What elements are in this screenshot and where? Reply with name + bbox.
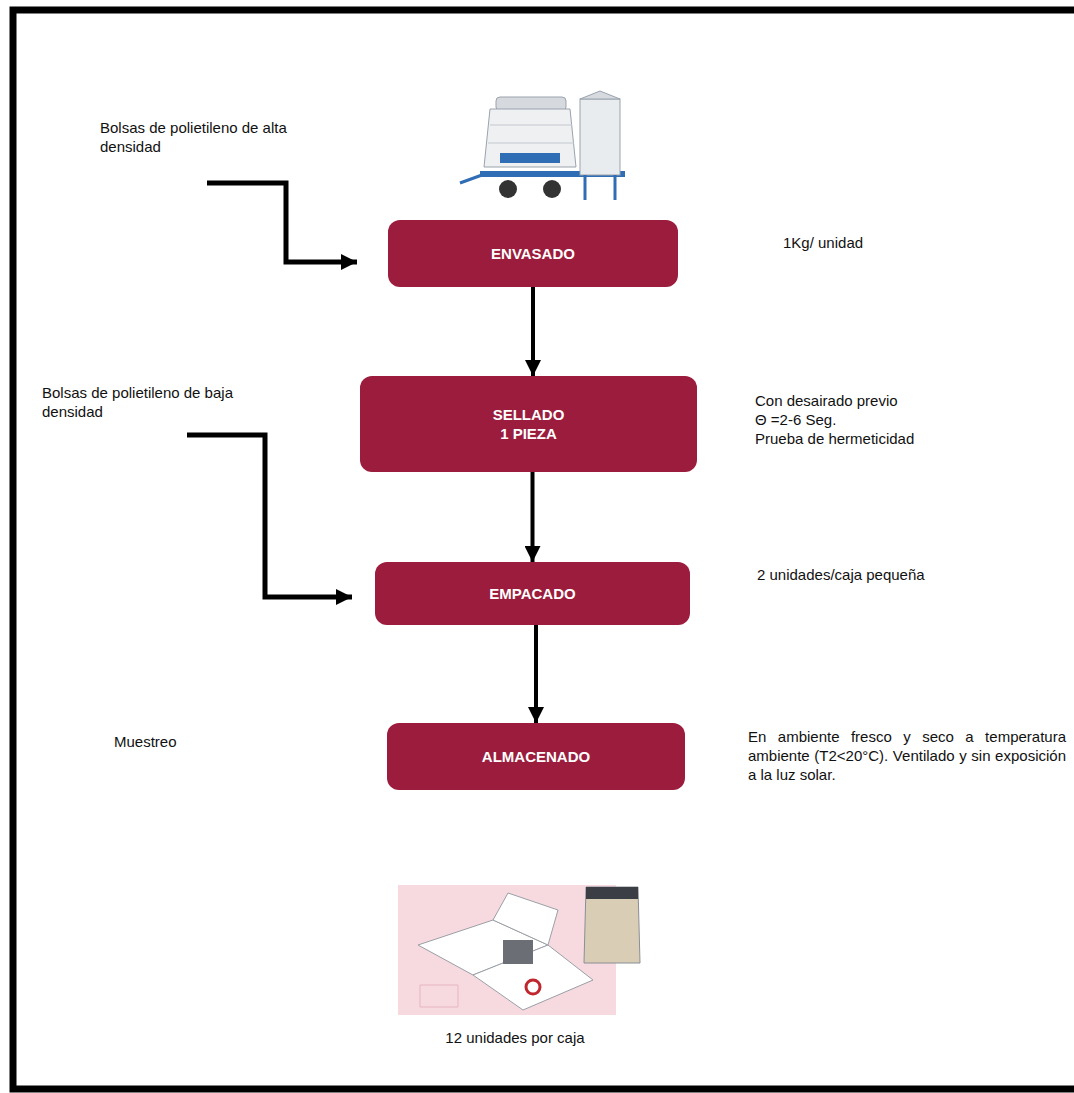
- process-box: SELLADO 1 PIEZA: [360, 376, 697, 472]
- process-box: ALMACENADO: [387, 723, 685, 790]
- step-label: ENVASADO: [491, 244, 575, 263]
- input-arrow: [207, 183, 357, 262]
- spec-note: 1Kg/ unidad: [783, 233, 863, 252]
- control-note: Muestreo: [114, 732, 177, 751]
- spec-note: Prueba de hermeticidad: [755, 429, 914, 448]
- step-label: EMPACADO: [489, 584, 575, 603]
- flow-arrow: [531, 472, 535, 562]
- product-caption: 12 unidades por caja: [420, 1028, 610, 1047]
- storage-note: En ambiente fresco y seco a temperatura …: [748, 727, 1066, 784]
- spec-note: Con desairado previo: [755, 391, 898, 410]
- spec-note: Θ =2-6 Seg.: [755, 410, 836, 429]
- spec-note: 2 unidades/caja pequeña: [757, 565, 925, 584]
- page-frame: [13, 10, 1074, 1089]
- cleaning-machine: [460, 91, 625, 200]
- input-material: Bolsas de polietileno de alta densidad: [100, 118, 335, 156]
- process-box: ENVASADO: [388, 220, 678, 287]
- step-label: SELLADO 1 PIEZA: [490, 405, 568, 443]
- input-arrow: [187, 435, 352, 597]
- flow-arrow: [531, 287, 535, 376]
- packaging-illustration: [398, 885, 640, 1015]
- step-label: ALMACENADO: [482, 747, 590, 766]
- process-box: EMPACADO: [375, 562, 690, 625]
- flow-arrow: [534, 625, 538, 723]
- input-material: Bolsas de polietileno de baja densidad: [42, 383, 292, 421]
